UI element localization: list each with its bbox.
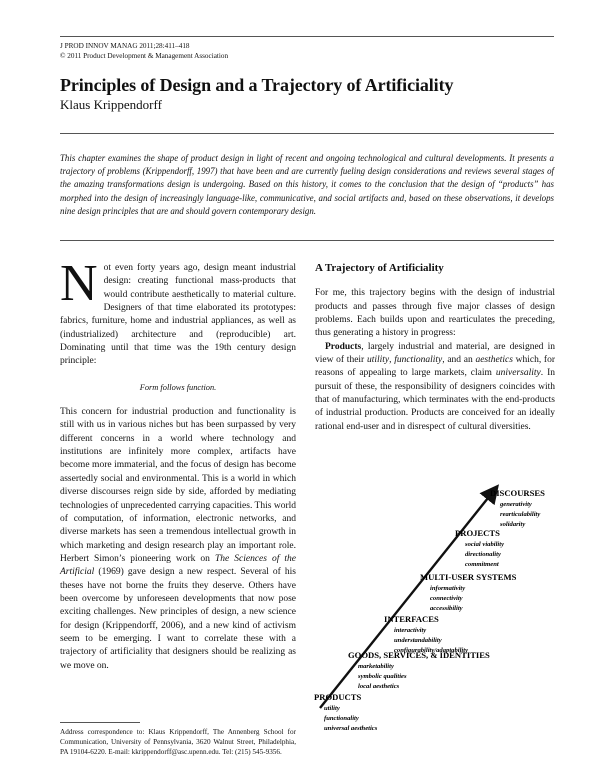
stage-criterion: utility	[324, 705, 340, 712]
abstract-top-rule	[60, 133, 554, 134]
products-lead: Products	[325, 341, 362, 352]
stage-criterion: local aesthetics	[358, 683, 400, 690]
text-run: which, for reasons of appealing to large…	[315, 355, 556, 379]
footnote-rule	[60, 722, 140, 723]
drop-cap: N	[60, 255, 98, 312]
right-column: A Trajectory of Artificiality For me, th…	[315, 262, 555, 434]
design-principle-quote: Form follows function.	[139, 382, 217, 392]
journal-citation: J PROD INNOV MANAG 2011;28:411–418	[60, 42, 190, 50]
stage-criterion: configurability/adaptability	[394, 647, 468, 654]
stage-discourses: DISCOURSES	[490, 488, 545, 498]
paragraph-2-text-a: This concern for industrial production a…	[60, 407, 296, 564]
stage-goods-services-identities: GOODS, SERVICES, & IDENTITIES	[348, 650, 490, 660]
top-rule	[60, 36, 554, 37]
stage-criterion: functionality	[324, 715, 359, 722]
text-run: , and an	[442, 355, 476, 366]
stage-criterion: interactivity	[394, 627, 426, 634]
stage-criterion: solidarity	[499, 521, 525, 528]
stage-projects: PROJECTS	[455, 528, 500, 538]
stage-criterion: directionality	[465, 551, 501, 558]
term-utility: utility	[366, 355, 390, 366]
text-run: , largely industrial and material, are d…	[315, 341, 555, 366]
stage-criterion: generativity	[499, 501, 532, 508]
abstract: This chapter examines the shape of produ…	[60, 153, 554, 216]
term-functionality: functionality	[394, 355, 443, 366]
paragraph-2: This concern for industrial production a…	[60, 406, 296, 673]
stage-criterion: informativity	[430, 585, 465, 592]
stage-criterion: accessibility	[430, 605, 463, 612]
paper-title: Principles of Design and a Trajectory of…	[60, 75, 454, 95]
trajectory-arrow	[319, 484, 499, 709]
term-aesthetics: aesthetics	[475, 355, 513, 366]
stage-criterion: understandability	[394, 637, 442, 644]
stage-interfaces: INTERFACES	[384, 614, 439, 624]
intro-text: ot even forty years ago, design meant in…	[60, 263, 296, 367]
paragraph-2-text-b: (1969) gave design a new respect. Severa…	[60, 567, 296, 671]
right-paragraph-2: Products, largely industrial and materia…	[315, 341, 555, 434]
stage-criterion: rearticulability	[500, 511, 540, 518]
section-heading: A Trajectory of Artificiality	[315, 262, 444, 274]
author-name: Klaus Krippendorff	[60, 97, 162, 112]
stage-criterion: marketability	[358, 663, 394, 670]
copyright-line: © 2011 Product Development & Management …	[60, 52, 229, 60]
text-run: ,	[389, 355, 395, 366]
book-title: The Sciences of the Artificial	[60, 553, 297, 578]
right-paragraph-1: For me, this trajectory begins with the …	[315, 288, 555, 339]
stage-criterion: commitment	[465, 561, 499, 568]
stage-criterion: connectivity	[430, 595, 463, 602]
text-run: . In pursuit of these, the responsibilit…	[315, 368, 555, 432]
stage-criterion: symbolic qualities	[357, 673, 407, 680]
term-universality: universality	[495, 368, 541, 379]
stage-criterion: social viability	[464, 541, 504, 548]
abstract-bottom-rule	[60, 240, 554, 241]
stage-multi-user-systems: MULTI-USER SYSTEMS	[420, 572, 517, 582]
stage-criterion: universal aesthetics	[324, 725, 378, 732]
correspondence-footnote: Address correspondence to: Klaus Krippen…	[60, 728, 296, 756]
trajectory-diagram: DISCOURSES generativity rearticulability so…	[314, 484, 545, 732]
stage-products: PRODUCTS	[314, 692, 361, 702]
